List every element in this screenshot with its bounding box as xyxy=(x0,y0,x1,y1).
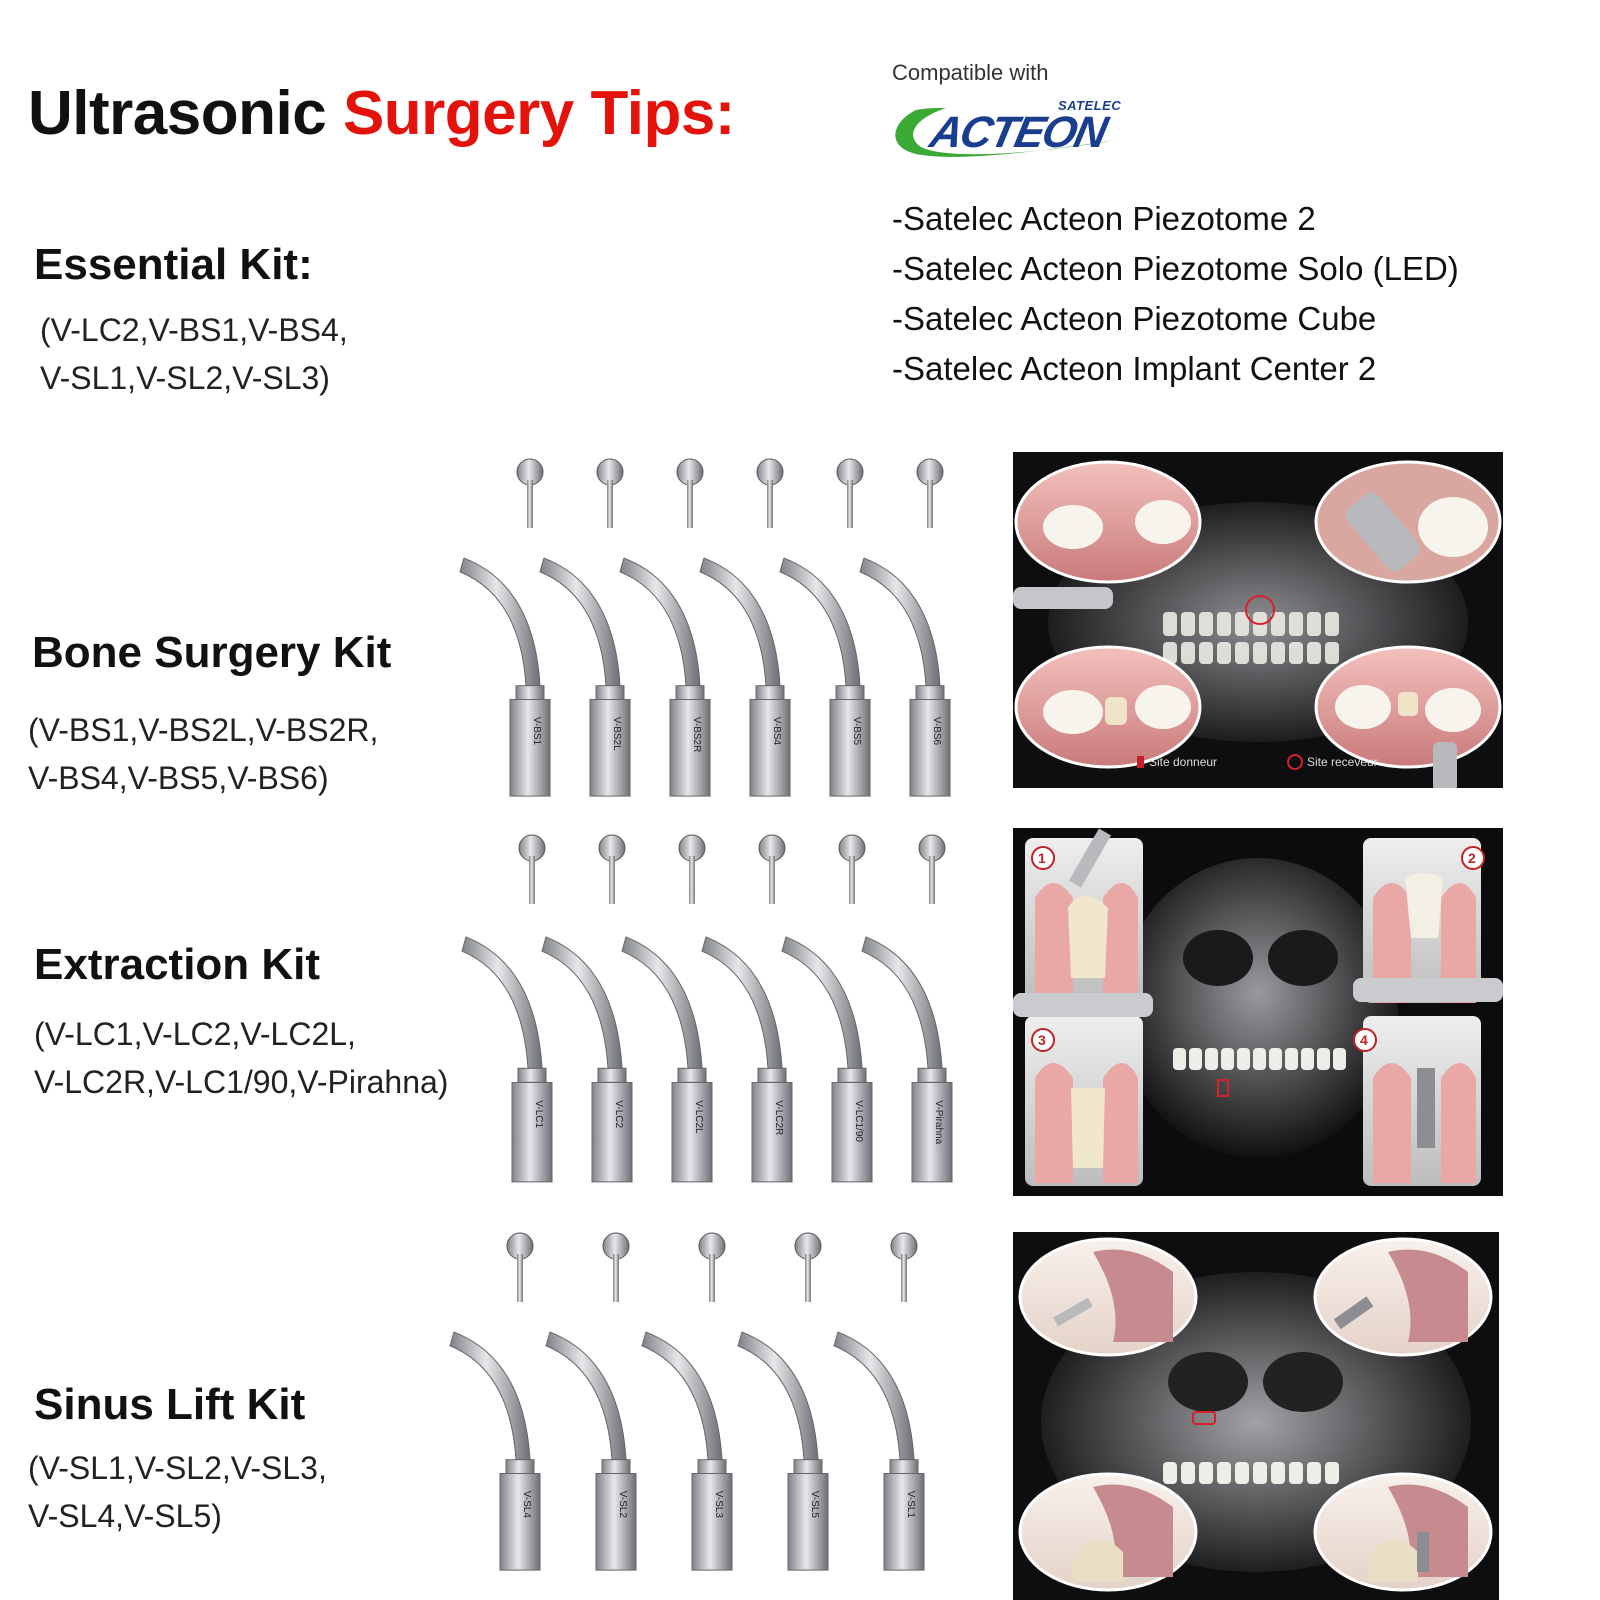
bone-tips-svg: V-BS1 V-BS2L V-BS2R V-BS4 V-BS5 V-BS6 xyxy=(459,458,951,797)
surgical-tip: V-BS6 xyxy=(859,458,951,797)
surgical-tip: V-BS2L xyxy=(539,458,631,797)
sinus-kit-list: (V-SL1,V-SL2,V-SL3, V-SL4,V-SL5) xyxy=(28,1444,327,1540)
kit-list-line: V-BS4,V-BS5,V-BS6) xyxy=(28,760,329,796)
device-item: -Satelec Acteon Piezotome Cube xyxy=(892,300,1377,337)
tip-label: V-BS1 xyxy=(531,717,542,746)
kit-list-line: (V-BS1,V-BS2L,V-BS2R, xyxy=(28,712,379,748)
tip-label: V-BS2R xyxy=(691,717,702,753)
legend-receiver: Site receveur xyxy=(1307,755,1378,769)
device-item: -Satelec Acteon Piezotome Solo (LED) xyxy=(892,250,1459,287)
kit-list-line: (V-SL1,V-SL2,V-SL3, xyxy=(28,1450,327,1486)
sinus-tips-image: V-SL4 V-SL2 V-SL3 V-SL5 V-SL1 xyxy=(420,1232,980,1577)
tip-label: V-LC1/90 xyxy=(853,1100,864,1142)
surgical-tip: V-LC2 xyxy=(541,834,633,1183)
compatible-label: Compatible with xyxy=(892,60,1049,85)
kit-list-line: (V-LC2,V-BS1,V-BS4, xyxy=(40,312,348,348)
extraction-illustration: 1 2 3 4 xyxy=(1013,828,1503,1196)
tip-label: V-SL4 xyxy=(521,1491,532,1519)
surgical-tip: V-SL1 xyxy=(833,1232,925,1571)
tip-label: V-SL2 xyxy=(617,1491,628,1519)
tip-label: V-SL1 xyxy=(905,1491,916,1519)
sinus-lift-illustration xyxy=(1013,1232,1499,1600)
extraction-kit-title: Extraction Kit xyxy=(34,940,321,989)
extraction-tips-svg: V-LC1 V-LC2 V-LC2L V-LC2R V-LC1/90 V-Pirahna xyxy=(461,834,953,1183)
logo-swoosh-icon xyxy=(895,108,1116,157)
tip-label: V-LC1 xyxy=(533,1100,544,1128)
bone-tips-image: V-BS1 V-BS2L V-BS2R V-BS4 V-BS5 V-BS6 xyxy=(420,458,980,803)
step-number: 4 xyxy=(1360,1032,1368,1048)
surgical-tip: V-LC2L xyxy=(621,834,713,1183)
kit-list-line: V-SL4,V-SL5) xyxy=(28,1498,222,1534)
surgical-tip: V-BS5 xyxy=(779,458,871,797)
device-item: -Satelec Acteon Piezotome 2 xyxy=(892,200,1316,237)
bone-graft-illustration: Site donneur Site receveur xyxy=(1013,452,1503,788)
tip-label: V-LC2 xyxy=(613,1100,624,1128)
surgical-tip: V-BS1 xyxy=(459,458,551,797)
tip-label: V-Pirahna xyxy=(933,1100,944,1144)
tip-label: V-BS4 xyxy=(771,717,782,746)
kit-list-line: (V-LC1,V-LC2,V-LC2L, xyxy=(34,1016,356,1052)
page-title: Ultrasonic Surgery Tips: xyxy=(28,78,735,149)
tip-label: V-SL3 xyxy=(713,1491,724,1519)
sinus-tips-svg: V-SL4 V-SL2 V-SL3 V-SL5 V-SL1 xyxy=(449,1232,925,1571)
surgical-tip: V-LC2R xyxy=(701,834,793,1183)
sinus-kit-title: Sinus Lift Kit xyxy=(34,1380,306,1429)
legend-donor: Site donneur xyxy=(1149,755,1217,769)
tip-label: V-BS6 xyxy=(931,717,942,746)
surgical-tip: V-BS2R xyxy=(619,458,711,797)
tip-label: V-SL5 xyxy=(809,1491,820,1519)
title-part2: Surgery Tips: xyxy=(342,79,736,148)
bone-kit-title: Bone Surgery Kit xyxy=(32,628,392,677)
kit-list-line: V-SL1,V-SL2,V-SL3) xyxy=(40,360,330,396)
tip-label: V-BS2L xyxy=(611,717,622,751)
extraction-kit-list: (V-LC1,V-LC2,V-LC2L, V-LC2R,V-LC1/90,V-P… xyxy=(34,1010,448,1106)
acteon-logo: SATELEC ACTEON xyxy=(886,92,1136,170)
brand-sub: SATELEC xyxy=(1058,98,1122,113)
essential-kit-title: Essential Kit: xyxy=(34,240,313,289)
extraction-tips-image: V-LC1 V-LC2 V-LC2L V-LC2R V-LC1/90 V-Pirahna xyxy=(420,834,980,1189)
title-part1: Ultrasonic xyxy=(28,79,327,148)
step-number: 3 xyxy=(1038,1032,1046,1048)
compatible-devices: -Satelec Acteon Piezotome 2 -Satelec Act… xyxy=(892,194,1459,394)
kit-list-line: V-LC2R,V-LC1/90,V-Pirahna) xyxy=(34,1064,449,1100)
surgical-tip: V-LC1 xyxy=(461,834,553,1183)
sinus-illustration xyxy=(1013,1232,1499,1600)
surgical-tip: V-BS4 xyxy=(699,458,791,797)
surgical-tip: V-LC1/90 xyxy=(781,834,873,1183)
step-number: 2 xyxy=(1468,850,1476,866)
tip-label: V-LC2R xyxy=(773,1100,784,1135)
step-number: 1 xyxy=(1038,850,1046,866)
brand-main: ACTEON xyxy=(925,108,1111,157)
extraction-steps-illustration: 1 2 3 4 xyxy=(1013,828,1503,1196)
surgical-tip: V-Pirahna xyxy=(861,834,953,1183)
surgical-tip: V-SL2 xyxy=(545,1232,637,1571)
surgical-tip: V-SL5 xyxy=(737,1232,829,1571)
essential-kit-list: (V-LC2,V-BS1,V-BS4, V-SL1,V-SL2,V-SL3) xyxy=(40,306,348,402)
surgical-tip: V-SL3 xyxy=(641,1232,733,1571)
surgical-tip: V-SL4 xyxy=(449,1232,541,1571)
tip-label: V-BS5 xyxy=(851,717,862,746)
bone-kit-list: (V-BS1,V-BS2L,V-BS2R, V-BS4,V-BS5,V-BS6) xyxy=(28,706,378,802)
device-item: -Satelec Acteon Implant Center 2 xyxy=(892,350,1377,387)
bone-illustration: Site donneur Site receveur xyxy=(1013,452,1503,788)
tip-label: V-LC2L xyxy=(693,1100,704,1134)
